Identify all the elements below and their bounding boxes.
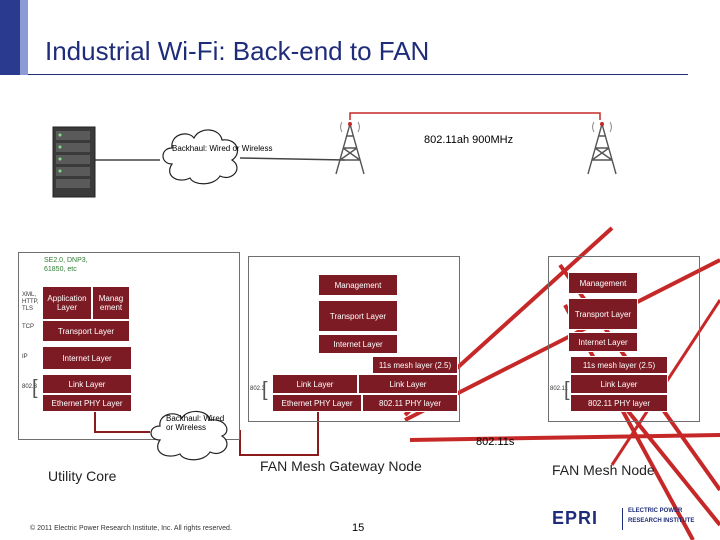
gateway-link-brace: [ xyxy=(262,379,268,401)
core-backhaul-wire xyxy=(94,410,150,433)
mesh-link-layer: Link Layer xyxy=(570,374,668,394)
gateway-phy-right: 802.11 PHY layer xyxy=(362,394,458,412)
mesh-radio-beam-6 xyxy=(613,393,720,527)
gateway-caption: FAN Mesh Gateway Node xyxy=(260,458,422,474)
mesh-phy-layer: 802.11 PHY layer xyxy=(570,394,668,412)
page-number: 15 xyxy=(352,522,365,534)
mesh-link-protocol: 802.11 xyxy=(550,386,568,392)
radio-link-80211ah xyxy=(349,112,601,120)
mesh-management-box: Management xyxy=(568,272,638,294)
server-rack-icon xyxy=(52,126,96,198)
utility-core-caption: Utility Core xyxy=(48,468,117,484)
core-management-box: Manag ement xyxy=(92,286,130,320)
gateway-management-box: Management xyxy=(318,274,398,296)
core-phy-layer: Ethernet PHY Layer xyxy=(42,394,132,412)
slide-title: Industrial Wi-Fi: Back-end to FAN xyxy=(45,36,430,66)
logo-divider xyxy=(622,508,623,530)
logo-line-1: ELECTRIC POWER xyxy=(628,508,683,514)
protocols-note: SE2.0, DNP3, 61850, etc xyxy=(44,257,88,273)
radio-link-label: 802.11ah 900MHz xyxy=(424,134,514,146)
gateway-backhaul-wire xyxy=(239,410,319,456)
logo-line-2: RESEARCH INSTITUTE xyxy=(628,518,695,524)
title-accent-bar xyxy=(0,0,20,75)
backhaul-cloud-label: Backhaul: Wired or Wireless xyxy=(172,144,273,153)
cloud-tower-link xyxy=(239,157,346,161)
gateway-panel xyxy=(248,256,460,422)
backhaul-cloud-icon xyxy=(162,129,239,185)
gateway-mesh-layer: 11s mesh layer (2.5) xyxy=(372,356,458,374)
core-link-brace: [ xyxy=(32,377,38,399)
mesh-node-caption: FAN Mesh Node xyxy=(552,462,655,478)
middle-backhaul-cloud-label: Backhaul: Wired or Wireless xyxy=(166,414,225,432)
gateway-phy-left: Ethernet PHY Layer xyxy=(272,394,362,412)
title-accent-bar-light xyxy=(20,0,28,75)
mesh-node-tower-icon xyxy=(587,121,617,175)
epri-logo-mark: EPRI xyxy=(552,508,599,528)
copyright-footer: © 2011 Electric Power Research Institute… xyxy=(30,525,232,532)
gateway-transport-layer: Transport Layer xyxy=(318,300,398,332)
core-link-protocol: 802.3 xyxy=(22,384,38,390)
mesh-link-brace: [ xyxy=(564,379,570,401)
gateway-tower-icon xyxy=(335,121,365,175)
core-transport-layer: Transport Layer xyxy=(42,320,130,342)
core-internet-layer: Internet Layer xyxy=(42,346,132,370)
mesh-internet-layer: Internet Layer xyxy=(568,332,638,352)
core-app-protocols: XML, HTTP, TLS xyxy=(22,292,39,312)
core-internet-protocol: IP xyxy=(22,354,28,360)
mesh-node-panel xyxy=(548,256,700,422)
core-link-layer: Link Layer xyxy=(42,374,132,394)
middle-backhaul-cloud-icon xyxy=(150,410,228,461)
mesh-transport-layer: Transport Layer xyxy=(568,298,638,330)
mesh-mesh-layer: 11s mesh layer (2.5) xyxy=(570,356,668,374)
gateway-internet-layer: Internet Layer xyxy=(318,334,398,354)
core-application-layer: Application Layer xyxy=(42,286,92,320)
core-transport-protocol: TCP xyxy=(22,324,34,330)
gateway-link-layer-left: Link Layer xyxy=(272,374,358,394)
utility-core-panel xyxy=(18,252,240,440)
gateway-link-layer-right: Link Layer xyxy=(358,374,458,394)
mesh-radio-beam-3 xyxy=(409,433,720,442)
title-rule xyxy=(28,74,688,75)
mesh-link-label: 802.11s xyxy=(476,436,515,448)
gateway-link-protocol: 802.3 xyxy=(250,386,266,392)
